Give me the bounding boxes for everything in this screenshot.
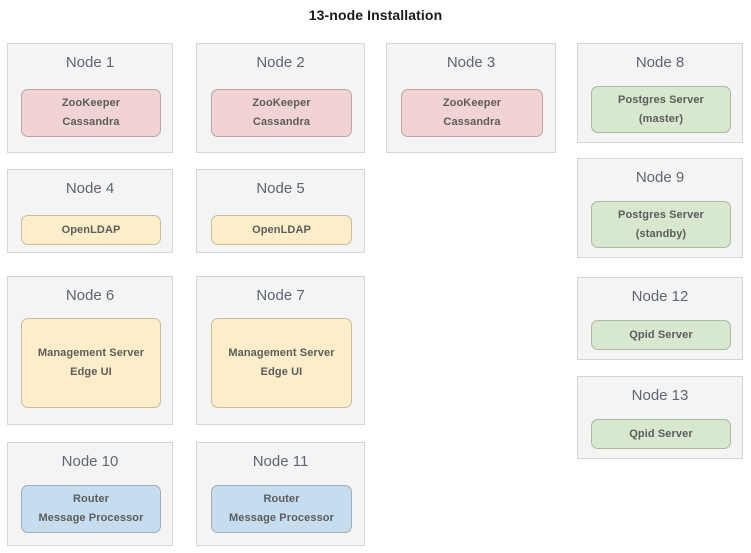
- node-label: Node 7: [256, 287, 305, 304]
- component-box: Qpid Server: [591, 419, 731, 449]
- node-box-node-9: Node 9 Postgres Server (standby): [577, 158, 743, 258]
- component-label: Edge UI: [260, 366, 303, 378]
- component-label: ZooKeeper: [442, 97, 502, 109]
- component-label: Postgres Server: [618, 208, 704, 221]
- component-label: Cassandra: [252, 116, 311, 128]
- component-label: ZooKeeper: [61, 97, 121, 109]
- node-label: Node 11: [252, 453, 309, 470]
- node-label: Node 6: [65, 287, 115, 304]
- component-label: Router: [72, 493, 110, 505]
- component-label: Edge UI: [70, 366, 112, 378]
- component-label: OpenLDAP: [61, 223, 121, 236]
- node-label: Node 1: [65, 54, 115, 71]
- node-label: Node 8: [635, 54, 685, 71]
- component-label: Cassandra: [443, 116, 501, 128]
- node-label: Node 12: [631, 288, 689, 305]
- component-label: Qpid Server: [629, 427, 693, 440]
- node-label: Node 10: [61, 453, 119, 470]
- component-box: Qpid Server: [591, 320, 731, 350]
- node-box-node-5: Node 5 OpenLDAP: [196, 169, 365, 253]
- component-label: Management Server: [37, 347, 145, 359]
- component-box: OpenLDAP: [21, 215, 161, 245]
- component-box: OpenLDAP: [211, 215, 352, 245]
- node-box-node-12: Node 12 Qpid Server: [577, 277, 743, 360]
- node-label: Node 2: [256, 54, 305, 71]
- component-box: Postgres Server (master): [591, 86, 731, 133]
- component-label: Message Processor: [38, 512, 144, 524]
- component-label: (master): [638, 112, 684, 125]
- component-label: (standby): [635, 227, 687, 240]
- node-box-node-13: Node 13 Qpid Server: [577, 376, 743, 459]
- page-title: 13-node Installation: [308, 7, 443, 23]
- component-label: Router: [263, 493, 300, 505]
- component-label: Cassandra: [62, 116, 120, 128]
- component-label: Qpid Server: [629, 328, 693, 341]
- component-label: Postgres Server: [618, 93, 704, 106]
- component-box: Postgres Server (standby): [591, 201, 731, 248]
- node-label: Node 9: [635, 169, 685, 186]
- component-label: ZooKeeper: [252, 97, 311, 109]
- node-label: Node 4: [65, 180, 115, 197]
- node-label: Node 3: [446, 54, 496, 71]
- node-box-node-8: Node 8 Postgres Server (master): [577, 43, 743, 143]
- node-box-node-4: Node 4 OpenLDAP: [7, 169, 173, 253]
- component-label: Management Server: [228, 347, 335, 359]
- node-label: Node 13: [631, 387, 689, 404]
- node-label: Node 5: [256, 180, 305, 197]
- component-label: OpenLDAP: [252, 223, 311, 236]
- component-label: Message Processor: [228, 512, 335, 524]
